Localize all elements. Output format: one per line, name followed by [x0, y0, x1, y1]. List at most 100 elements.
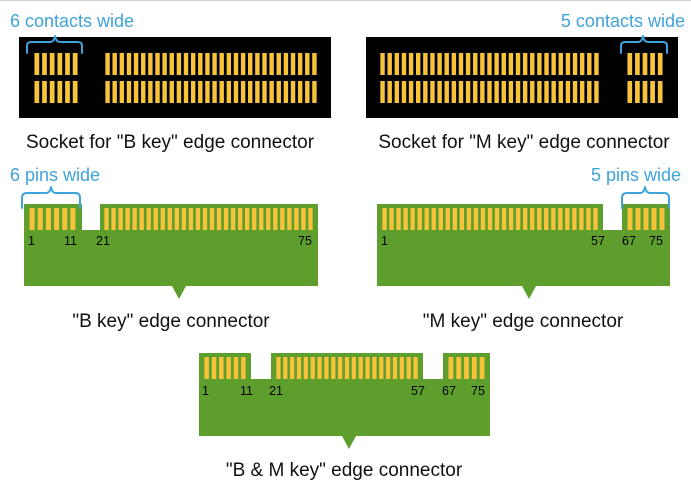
- socket-m-main-contacts-bottom-contact: [430, 81, 435, 103]
- socket-m-main-contacts-bottom-contact: [473, 81, 478, 103]
- socket-m-main-contacts-bottom-contact: [423, 81, 428, 103]
- socket-m-key-contacts-bottom-contact: [650, 81, 655, 103]
- pin-label-bm-57: 57: [411, 384, 425, 398]
- socket-m-key: [366, 37, 678, 118]
- socket-b-main-contacts-top-contact: [276, 53, 281, 75]
- socket-m-main-contacts-top-contact: [494, 53, 499, 75]
- socket-m-main-contacts-top-contact: [572, 53, 578, 75]
- socket-m-main-contacts-bottom-contact: [501, 81, 506, 103]
- pin-label-bm-1: 1: [202, 384, 209, 398]
- socket-b-main-contacts-bottom-contact: [112, 81, 117, 103]
- socket-b-main-contacts-bottom-contact: [183, 81, 189, 103]
- socket-m-main-contacts-top-contact: [501, 53, 506, 75]
- socket-m-key-contacts-top-contact: [635, 53, 640, 75]
- connector-m-main-pins-contact: [530, 208, 535, 230]
- connector-m-key-pins: [627, 208, 665, 230]
- connector-m-main-pins-contact: [586, 208, 591, 230]
- connector-bm-main-pins-contact: [406, 357, 411, 379]
- socket-m-main-contacts-bottom-contact: [522, 81, 528, 103]
- socket-m-main-contacts-top-contact: [537, 53, 542, 75]
- socket-b-main-contacts-top-contact: [183, 53, 189, 75]
- connector-m-main-pins-contact: [438, 208, 443, 230]
- pin-label-b-11: 11: [64, 234, 77, 248]
- connector-bm-main-pins-contact: [283, 357, 288, 379]
- connector-m-main-pins-contact: [473, 208, 479, 230]
- connector-m-main-pins-contact: [558, 208, 563, 230]
- connector-bm-main-pins-contact: [303, 357, 308, 379]
- pin-label-m-1: 1: [381, 234, 388, 248]
- connector-b-main-pins-contact: [153, 208, 158, 230]
- socket-b-main-contacts-top-contact: [133, 53, 139, 75]
- socket-m-main-contacts-top-contact: [515, 53, 521, 75]
- socket-b-main-contacts-top-contact: [169, 53, 174, 75]
- connector-b-main-pins-contact: [139, 208, 144, 230]
- connector-bm-main-pins-contact: [399, 357, 404, 379]
- socket-m-main-contacts-top-contact: [458, 53, 464, 75]
- pin-label-b-75: 75: [298, 234, 312, 248]
- socket-b-main-contacts-top-contact: [105, 53, 110, 75]
- socket-m-main-contacts-bottom: [380, 81, 599, 103]
- connector-m-main-pins-contact: [522, 208, 528, 230]
- connector-b-key-pins-contact: [54, 208, 60, 230]
- connector-b-main-pins-contact: [181, 208, 187, 230]
- brace-6-contacts: [26, 35, 83, 54]
- connector-m-main-pins-contact: [480, 208, 486, 230]
- connector-m-key-pins-contact: [635, 208, 641, 230]
- socket-b-main-contacts-bottom-contact: [248, 81, 253, 103]
- socket-m-main-contacts-bottom-contact: [558, 81, 563, 103]
- socket-b-key-contacts-top: [34, 53, 78, 75]
- socket-m-main-contacts-bottom-contact: [544, 81, 549, 103]
- label-6-pins-wide: 6 pins wide: [10, 165, 100, 185]
- socket-b-main-contacts-bottom-contact: [141, 81, 146, 103]
- socket-m-main-contacts-bottom-contact: [594, 81, 599, 103]
- socket-b-main-contacts-bottom-contact: [190, 81, 196, 103]
- pin-label-bm-11: 11: [240, 384, 253, 398]
- socket-m-main-contacts-bottom-contact: [416, 81, 421, 103]
- socket-b-main-contacts-bottom-contact: [126, 81, 132, 103]
- socket-m-main-contacts-top: [380, 53, 599, 75]
- socket-m-main-contacts-bottom-contact: [572, 81, 578, 103]
- connector-m-main-pins-contact: [593, 208, 598, 230]
- caption-connector-m: "M key" edge connector: [423, 311, 624, 332]
- connector-b-key: 1 11 21 75: [24, 204, 318, 299]
- connector-bm-main-pins-contact: [386, 357, 391, 379]
- socket-b-key-contacts-bottom-contact: [49, 81, 55, 103]
- socket-b-main-contacts-top-contact: [126, 53, 132, 75]
- connector-b-main-pins-contact: [118, 208, 123, 230]
- socket-m-main-contacts-top-contact: [401, 53, 407, 75]
- socket-m-main-contacts-bottom-contact: [408, 81, 414, 103]
- connector-m-main-pins-contact: [396, 208, 401, 230]
- label-5-contacts-wide: 5 contacts wide: [561, 11, 685, 31]
- socket-m-main-contacts-bottom-contact: [565, 81, 571, 103]
- caption-connector-b: "B key" edge connector: [72, 311, 270, 332]
- socket-m-main-contacts-top-contact: [530, 53, 535, 75]
- connector-b-main-pins-contact: [146, 208, 151, 230]
- connector-bm-b-key-pins-contact: [226, 357, 231, 379]
- socket-b-key-contacts-bottom: [34, 81, 78, 103]
- connector-bm-main-pins-contact: [317, 357, 322, 379]
- socket-m-body: [366, 37, 678, 118]
- socket-m-main-contacts-top-contact: [594, 53, 599, 75]
- connector-bm-b-key-pins-contact: [233, 357, 239, 379]
- connector-b-main-pins-contact: [252, 208, 257, 230]
- socket-b-main-contacts-top-contact: [233, 53, 239, 75]
- socket-b-main-contacts-bottom: [105, 81, 317, 103]
- pin-label-bm-21: 21: [269, 384, 283, 398]
- pin-label-bm-75: 75: [471, 384, 485, 398]
- socket-b-main-contacts-bottom-contact: [219, 81, 224, 103]
- connector-m-key-pins-contact: [651, 208, 657, 230]
- connector-b-main-pins-contact: [111, 208, 116, 230]
- socket-m-key-contacts-bottom-contact: [642, 81, 648, 103]
- socket-b-key-contacts-bottom-contact: [34, 81, 40, 103]
- connector-bm-main-pins-contact: [372, 357, 377, 379]
- connector-m-main-pins-contact: [544, 208, 549, 230]
- connector-m-main-pins-contact: [459, 208, 465, 230]
- socket-b-main-contacts-bottom-contact: [255, 81, 260, 103]
- socket-b-main-contacts-top-contact: [226, 53, 232, 75]
- socket-b-main-contacts-bottom-contact: [226, 81, 232, 103]
- socket-b-main-contacts-top-contact: [283, 53, 289, 75]
- connector-b-main-pins-contact: [104, 208, 109, 230]
- connector-m-main-pins-contact: [417, 208, 422, 230]
- socket-m-main-contacts-bottom-contact: [394, 81, 400, 103]
- socket-b-main-contacts-top: [105, 53, 317, 75]
